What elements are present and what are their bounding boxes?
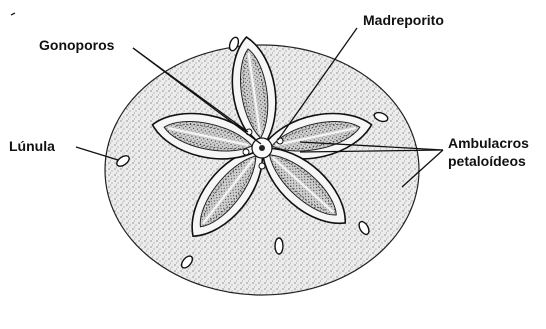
gonopore bbox=[243, 149, 249, 155]
label-petaloideos: petaloídeos bbox=[448, 153, 526, 170]
label-gonoporos: Gonoporos bbox=[39, 37, 114, 54]
label-ambulacros: Ambulacros bbox=[448, 135, 529, 152]
madreporite-center bbox=[259, 145, 265, 151]
label-lunula: Lúnula bbox=[9, 138, 55, 155]
label-madreporito: Madreporito bbox=[363, 12, 444, 29]
corner-mark bbox=[11, 13, 15, 15]
gonopore bbox=[259, 163, 265, 169]
lunule bbox=[275, 238, 283, 254]
gonopore bbox=[277, 138, 283, 144]
